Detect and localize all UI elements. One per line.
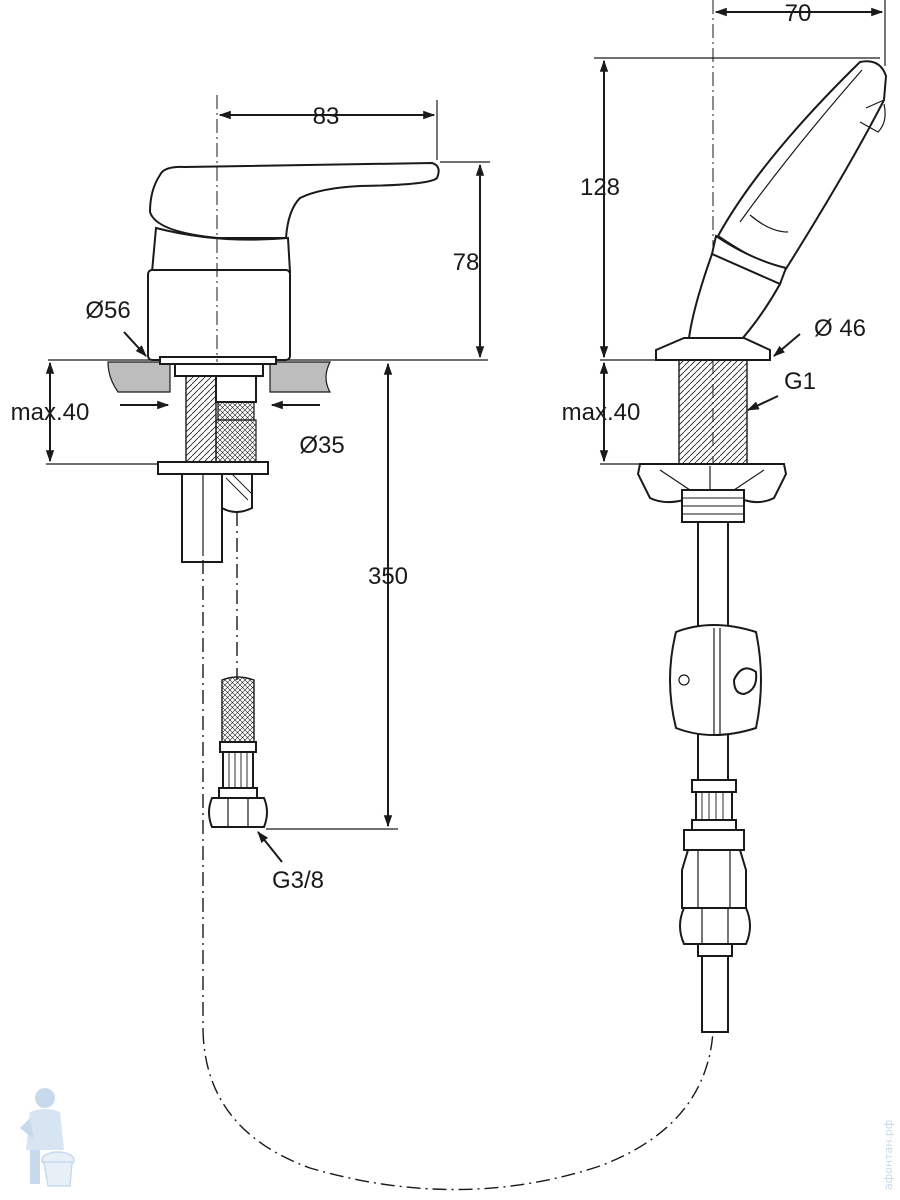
dim-length-350: 350	[368, 563, 408, 590]
dim-width-83: 83	[313, 103, 340, 130]
hand-shower-view: 70 128 Ø 46 max.40 G1	[562, 0, 888, 1033]
dim-dia-56: Ø56	[85, 297, 130, 324]
mixer-lever	[148, 161, 440, 239]
hose-routing-line	[202, 1029, 714, 1191]
fixing-plate	[157, 461, 269, 475]
hose-ferrule	[222, 751, 254, 789]
dim-height-128: 128	[580, 174, 620, 201]
dim-height-78: 78	[453, 249, 480, 276]
shower-connector	[681, 849, 747, 909]
threaded-stud	[185, 375, 217, 465]
dim-max-40-left: max.40	[11, 399, 90, 426]
mixer-base-ring	[159, 356, 277, 365]
supply-fitting	[215, 375, 257, 403]
dim-max-40-right: max.40	[562, 399, 641, 426]
hose-clip	[669, 624, 762, 736]
dim-dia-46: Ø 46	[814, 315, 866, 342]
watermark-mascot-logo	[20, 1088, 75, 1187]
fixing-rod	[181, 473, 223, 563]
shower-threaded-shank	[678, 359, 748, 465]
dim-thread-g38: G3/8	[272, 867, 324, 894]
shower-head	[716, 60, 888, 274]
shower-hose-ferrule	[695, 791, 733, 821]
shower-hex-nut	[679, 907, 751, 945]
g38-nut	[208, 797, 268, 828]
mixer-body	[147, 269, 291, 361]
dim-thread-g1: G1	[784, 368, 816, 395]
shower-base-flange	[655, 337, 771, 361]
dim-dia-35: Ø35	[299, 432, 344, 459]
mixer-collar	[150, 226, 292, 273]
mixer-side-view: 83 78 Ø56 max.40 Ø35 350 G3/8	[11, 95, 490, 1030]
countertop-left	[107, 361, 171, 393]
watermark-text: афонтан.рф	[882, 1120, 895, 1190]
mounting-sleeve	[174, 363, 264, 377]
braided-hose-end	[221, 676, 255, 743]
dim-width-70: 70	[785, 0, 812, 27]
countertop-right	[269, 361, 332, 393]
